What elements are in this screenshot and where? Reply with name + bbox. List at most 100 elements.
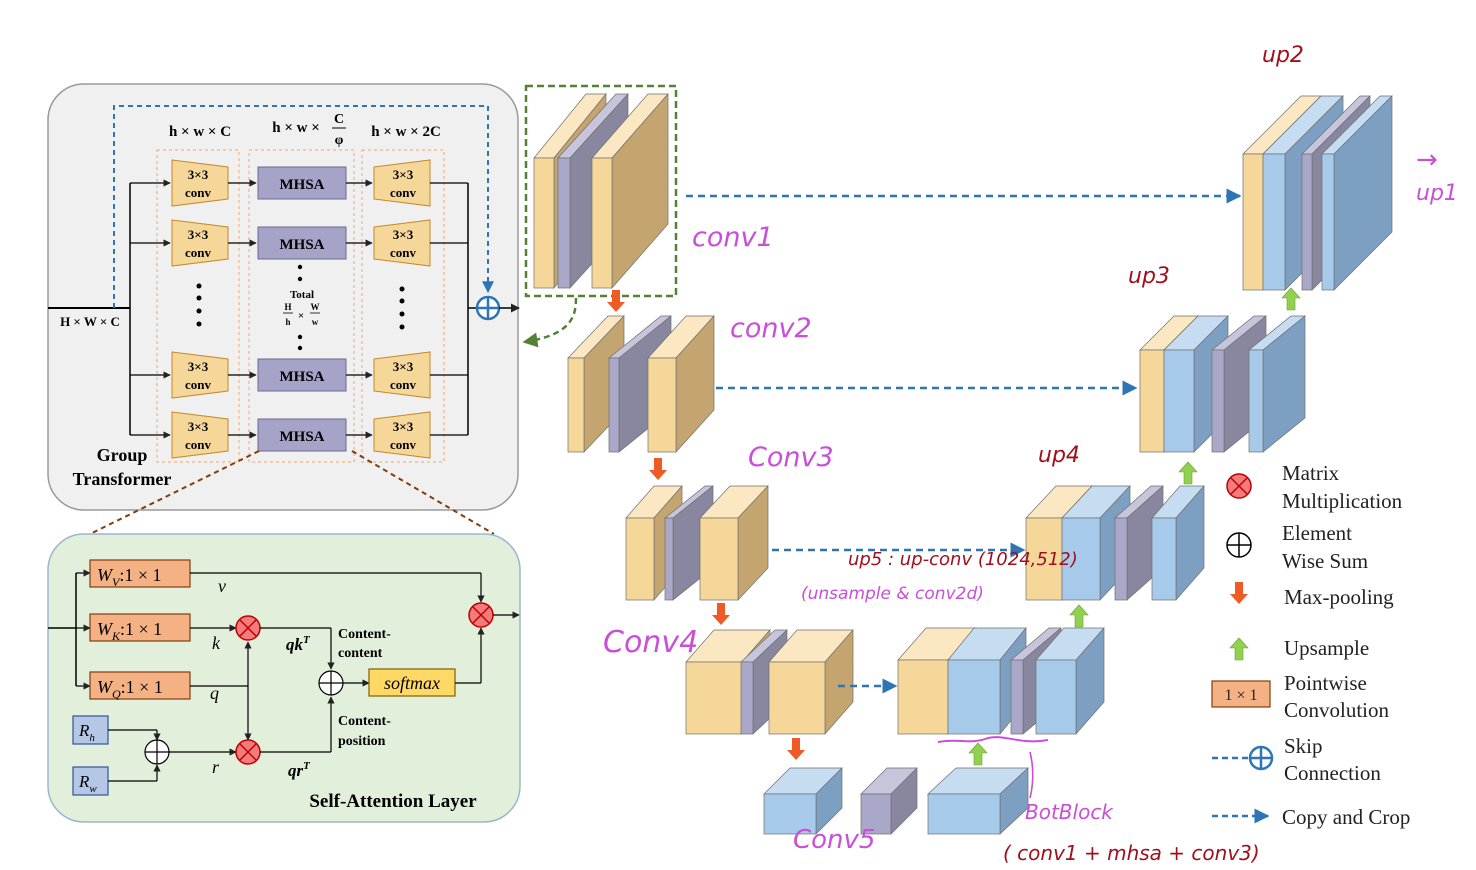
svg-text:Upsample: Upsample [1284, 636, 1369, 660]
content-content-2: content [338, 646, 383, 661]
content-position-2: position [338, 734, 386, 749]
down-arrow-icon [1230, 582, 1248, 604]
svg-text:Matrix: Matrix [1282, 461, 1340, 485]
feature-map-block [1248, 315, 1306, 453]
conv3x3-box: 3×3 conv [373, 159, 431, 207]
total-frac-h: h [285, 317, 290, 327]
unet-diagram [522, 84, 1393, 835]
legend-skip: Skip Connection [1212, 734, 1381, 785]
svg-text:MHSA: MHSA [280, 369, 325, 385]
mhsa-box: MHSA [257, 226, 347, 260]
total-frac-H: H [284, 302, 291, 312]
k-label: k [212, 633, 221, 653]
svg-text:conv: conv [390, 185, 417, 200]
up5-label: up5 : up-conv (1024,512) [848, 549, 1078, 570]
up1-label: up1 [1416, 181, 1458, 206]
up-arrow-icon [1229, 637, 1249, 661]
total-frac-w: w [312, 317, 319, 327]
svg-text:3×3: 3×3 [188, 227, 209, 242]
svg-text:conv: conv [185, 185, 212, 200]
mhsa-box: MHSA [257, 418, 347, 452]
botblock-note: ( conv1 + mhsa + conv3) [1003, 841, 1260, 865]
svg-text:3×3: 3×3 [188, 359, 209, 374]
element-sum-icon [1226, 532, 1252, 558]
group-transformer-title-2: Transformer [73, 469, 172, 489]
legend-matmul: Matrix Multiplication [1226, 461, 1403, 513]
conv3x3-box: 3×3 conv [171, 411, 229, 459]
self-attention-title: Self-Attention Layer [309, 791, 477, 812]
conv2-label: conv2 [730, 313, 812, 344]
svg-text:Skip: Skip [1284, 734, 1323, 758]
svg-text:WK:1 × 1: WK:1 × 1 [97, 619, 162, 643]
matmul-icon [235, 739, 261, 765]
svg-text:Rh: Rh [78, 721, 95, 744]
upsample-arrows [968, 287, 1301, 766]
feature-map-block [647, 315, 715, 453]
legend-maxpool: Max-pooling [1230, 582, 1394, 609]
up5-note: (unsample & conv2d) [801, 584, 984, 604]
svg-text:Rw: Rw [78, 772, 97, 795]
skip-sum-icon [1248, 745, 1274, 771]
content-position-1: Content- [338, 714, 391, 729]
up2-label: up2 [1262, 43, 1304, 68]
feature-map-block [927, 767, 1029, 835]
feature-map-block [1321, 95, 1393, 291]
gt-row: 3×3 conv MHSA 3×3 conv [130, 219, 468, 267]
svg-text:Multiplication: Multiplication [1282, 489, 1403, 513]
svg-text:conv: conv [390, 437, 417, 452]
softmax-box: softmax [368, 668, 456, 697]
svg-text:Convolution: Convolution [1284, 698, 1390, 722]
total-frac-W: W [311, 302, 320, 312]
svg-text:Pointwise: Pointwise [1284, 671, 1367, 695]
legend: Matrix Multiplication Element Wise Sum M… [1211, 461, 1410, 829]
botblock-label: BotBlock [1025, 800, 1114, 824]
maxpool-arrows [607, 290, 805, 760]
self-attention-panel: WV:1 × 1 WK:1 × 1 WQ:1 × 1 v k q [47, 533, 521, 823]
up4-label: up4 [1038, 443, 1080, 468]
svg-text:3×3: 3×3 [188, 419, 209, 434]
conv3-label: Conv3 [748, 442, 834, 473]
col-dim-1: h × w × C [169, 124, 231, 140]
legend-pointwise: 1 × 1 Pointwise Convolution [1211, 671, 1390, 722]
gt-row: 3×3 conv MHSA 3×3 conv [130, 411, 468, 459]
wq-box: WQ:1 × 1 [89, 671, 191, 701]
svg-text:3×3: 3×3 [393, 167, 414, 182]
feature-map-block [763, 767, 843, 835]
q-label: q [210, 683, 219, 703]
feature-map-block [768, 629, 854, 735]
up1-arrow: → [1416, 145, 1438, 175]
feature-map-block [1151, 485, 1205, 601]
conv3x3-box: 3×3 conv [171, 219, 229, 267]
r-label: r [212, 757, 220, 777]
element-sum-icon [318, 670, 344, 696]
rh-box: Rh [72, 715, 109, 745]
legend-element-sum: Element Wise Sum [1226, 521, 1368, 573]
col-dim-3: h × w × 2C [371, 124, 441, 140]
svg-text:WQ:1 × 1: WQ:1 × 1 [97, 677, 163, 701]
svg-text:WV:1 × 1: WV:1 × 1 [97, 565, 162, 589]
conv5-label: Conv5 [793, 825, 875, 855]
svg-text:conv: conv [185, 245, 212, 260]
feature-map-block [1035, 627, 1105, 735]
svg-text:softmax: softmax [384, 673, 440, 693]
conv3x3-box: 3×3 conv [373, 219, 431, 267]
mhsa-box: MHSA [257, 358, 347, 392]
svg-text:conv: conv [390, 245, 417, 260]
conv4-label: Conv4 [603, 625, 698, 660]
wv-box: WV:1 × 1 [89, 559, 191, 589]
legend-copy-crop: Copy and Crop [1212, 805, 1410, 829]
element-sum-icon [475, 295, 501, 321]
conv1-label: conv1 [692, 222, 774, 253]
mhsa-box: MHSA [257, 166, 347, 200]
svg-text:3×3: 3×3 [393, 227, 414, 242]
group-transformer-title-1: Group [97, 445, 148, 465]
total-times: × [298, 310, 304, 322]
svg-text:MHSA: MHSA [280, 237, 325, 253]
svg-text:conv: conv [185, 437, 212, 452]
